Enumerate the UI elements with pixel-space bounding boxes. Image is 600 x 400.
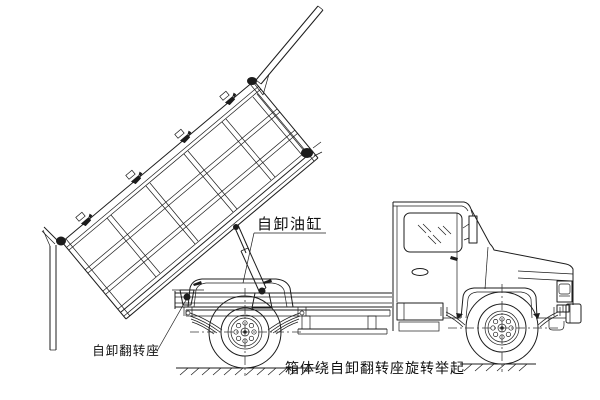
ground-hatch-rear bbox=[176, 367, 318, 376]
window-reflections bbox=[417, 223, 452, 245]
latch-hooks bbox=[75, 90, 237, 227]
cylinder-callout: 自卸油缸 bbox=[242, 215, 326, 284]
rear-fender bbox=[187, 278, 294, 308]
rear-leaf-springs bbox=[183, 307, 307, 335]
front-leaf-springs bbox=[440, 307, 561, 328]
cab-step-box bbox=[396, 302, 444, 321]
cargo-box bbox=[56, 77, 323, 320]
caption: 箱体绕自卸翻转座旋转举起 bbox=[285, 361, 465, 377]
door-lock-mark bbox=[450, 256, 458, 261]
hood-outline bbox=[489, 243, 574, 305]
hydraulic-cylinder bbox=[233, 224, 273, 309]
front-wheel bbox=[448, 284, 558, 372]
front-end bbox=[548, 280, 582, 331]
tailgate-open bbox=[41, 226, 58, 351]
cab bbox=[392, 201, 574, 332]
cab-protector bbox=[249, 5, 324, 96]
box-ribs bbox=[106, 93, 306, 278]
label-tipping-seat: 自卸翻转座 bbox=[92, 343, 160, 358]
chassis-frame bbox=[174, 291, 392, 335]
headlight bbox=[556, 280, 573, 303]
front-bumper bbox=[565, 303, 582, 324]
side-mirror bbox=[462, 209, 478, 244]
bumper-hook bbox=[548, 318, 565, 331]
label-hydraulic-cylinder: 自卸油缸 bbox=[257, 215, 323, 233]
cab-window bbox=[403, 212, 463, 253]
tipping-seat-callout: 自卸翻转座 bbox=[92, 299, 187, 358]
hood-side-seam bbox=[484, 246, 489, 290]
ground-hatch-front bbox=[460, 363, 536, 372]
rear-hinge-blob bbox=[56, 236, 66, 246]
windshield-pillar bbox=[470, 208, 491, 245]
cab-lower-step bbox=[398, 321, 440, 332]
door-handle bbox=[411, 268, 429, 276]
grille-lines bbox=[517, 270, 574, 282]
front-floor-bracket-blob bbox=[301, 148, 313, 158]
